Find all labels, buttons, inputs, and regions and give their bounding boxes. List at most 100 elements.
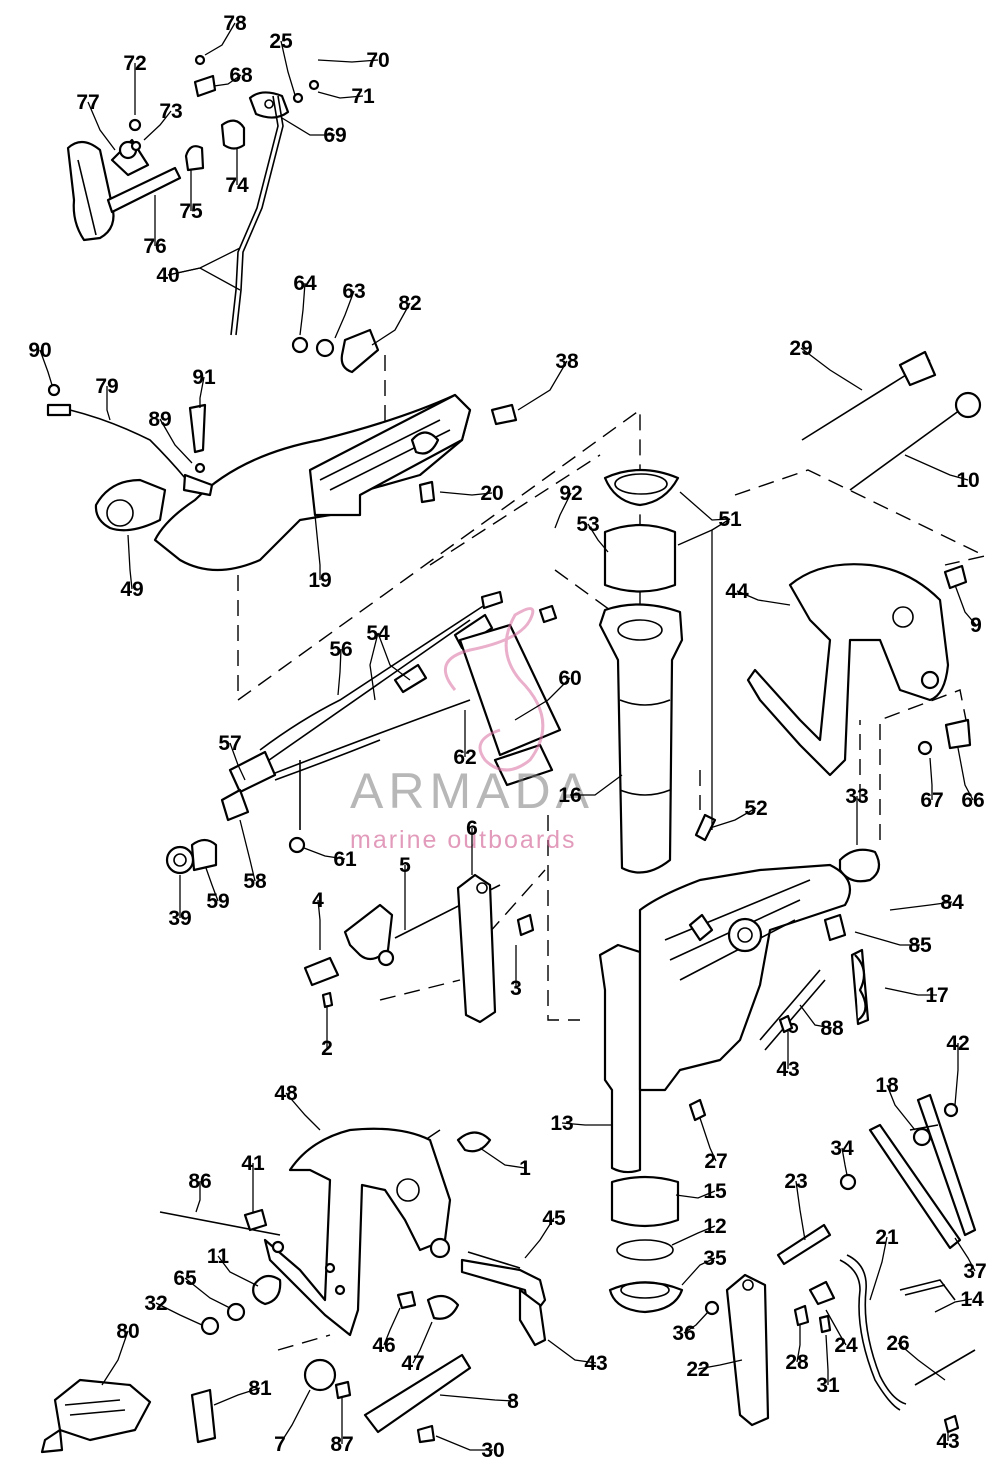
- lower-bushings: [608, 1175, 684, 1314]
- callout-17: 17: [925, 984, 948, 1007]
- leader-line-51-2: [711, 518, 731, 830]
- callout-25: 25: [269, 30, 293, 53]
- callout-64: 64: [293, 272, 317, 295]
- callout-32: 32: [144, 1292, 167, 1315]
- callout-79: 79: [95, 375, 118, 398]
- leader-line-64: [299, 282, 306, 336]
- callout-43: 43: [936, 1430, 959, 1453]
- leader-line-52: [709, 807, 757, 829]
- stern-bracket-right: [746, 350, 982, 883]
- callout-1: 1: [519, 1157, 531, 1180]
- leader-line-34: [841, 1147, 848, 1176]
- callout-35: 35: [703, 1247, 727, 1270]
- callout-88: 88: [820, 1017, 844, 1040]
- callout-85: 85: [908, 934, 932, 957]
- callout-82: 82: [398, 292, 421, 315]
- leader-line-48: [285, 1092, 321, 1131]
- leader-line-7: [279, 1389, 311, 1445]
- callout-49: 49: [120, 578, 143, 601]
- leader-line-45: [524, 1217, 555, 1259]
- leader-line-19: [314, 514, 321, 580]
- leader-line-46: [383, 1307, 401, 1346]
- leader-line-56: [337, 648, 342, 696]
- callout-57: 57: [218, 732, 241, 755]
- callout-73: 73: [159, 100, 182, 123]
- callout-46: 46: [372, 1334, 395, 1357]
- callout-53: 53: [576, 513, 599, 536]
- callout-18: 18: [875, 1074, 899, 1097]
- leader-line-53: [587, 523, 609, 553]
- callout-58: 58: [243, 870, 267, 893]
- callout-36: 36: [672, 1322, 695, 1345]
- leader-line-25: [280, 40, 296, 96]
- callout-80: 80: [116, 1320, 139, 1343]
- callout-14: 14: [960, 1288, 984, 1311]
- leader-line-49: [127, 534, 133, 590]
- callout-3: 3: [510, 977, 522, 1000]
- leader-line-81: [213, 1387, 261, 1406]
- callout-90: 90: [28, 339, 51, 362]
- leader-line-40-1: [167, 267, 241, 291]
- callout-34: 34: [830, 1137, 854, 1160]
- leader-line-80: [101, 1330, 129, 1386]
- leader-line-89: [159, 418, 193, 464]
- callout-43: 43: [584, 1352, 607, 1375]
- leader-line-54-1: [377, 632, 411, 681]
- callout-5: 5: [399, 854, 411, 877]
- leader-line-57: [229, 742, 246, 781]
- leader-line-42: [954, 1043, 959, 1106]
- callout-37: 37: [963, 1260, 986, 1283]
- leader-line-69: [281, 117, 335, 136]
- leader-line-92: [554, 492, 572, 529]
- callout-60: 60: [558, 667, 581, 690]
- callout-72: 72: [123, 52, 146, 75]
- callout-26: 26: [886, 1332, 909, 1355]
- leader-line-26: [897, 1342, 946, 1381]
- leader-line-9: [954, 584, 977, 626]
- leader-line-73: [143, 110, 172, 141]
- leader-line-63: [334, 290, 355, 339]
- tilt-support-linkage: [704, 954, 977, 1434]
- callout-86: 86: [188, 1170, 211, 1193]
- callout-6: 6: [466, 817, 478, 840]
- callout-27: 27: [704, 1150, 727, 1173]
- callout-13: 13: [550, 1112, 573, 1135]
- leader-line-16: [570, 774, 623, 796]
- callout-21: 21: [875, 1226, 899, 1249]
- callout-labels: 1234567891011121314151617181920212223242…: [28, 12, 986, 1462]
- leader-line-24: [825, 1309, 847, 1346]
- callout-70: 70: [366, 49, 389, 72]
- callout-42: 42: [946, 1032, 969, 1055]
- leader-line-43: [547, 1339, 597, 1364]
- callout-4: 4: [312, 889, 324, 912]
- callout-71: 71: [351, 85, 375, 108]
- leader-line-13: [561, 1122, 612, 1126]
- leader-line-86: [195, 1181, 201, 1213]
- leader-line-29: [800, 347, 863, 391]
- callout-75: 75: [179, 200, 203, 223]
- leader-line-65: [184, 1277, 231, 1309]
- callout-78: 78: [223, 12, 247, 35]
- leader-line-14: [934, 1298, 973, 1313]
- callout-66: 66: [961, 789, 984, 812]
- leader-line-85: [854, 931, 920, 946]
- leader-line-47: [412, 1321, 433, 1364]
- callout-65: 65: [173, 1267, 197, 1290]
- callout-47: 47: [401, 1352, 424, 1375]
- callout-11: 11: [207, 1245, 230, 1268]
- leader-line-88: [799, 1004, 833, 1029]
- leader-line-15: [675, 1190, 716, 1199]
- callout-29: 29: [789, 337, 812, 360]
- callout-62: 62: [453, 746, 476, 769]
- leader-line-91: [199, 376, 205, 408]
- callout-54: 54: [366, 622, 390, 645]
- main-swivel-bracket: [598, 863, 870, 1174]
- callout-48: 48: [274, 1082, 298, 1105]
- callout-24: 24: [834, 1334, 858, 1357]
- callout-39: 39: [168, 907, 191, 930]
- leader-line-21: [869, 1236, 888, 1301]
- leader-line-79: [106, 386, 111, 421]
- callout-74: 74: [225, 174, 249, 197]
